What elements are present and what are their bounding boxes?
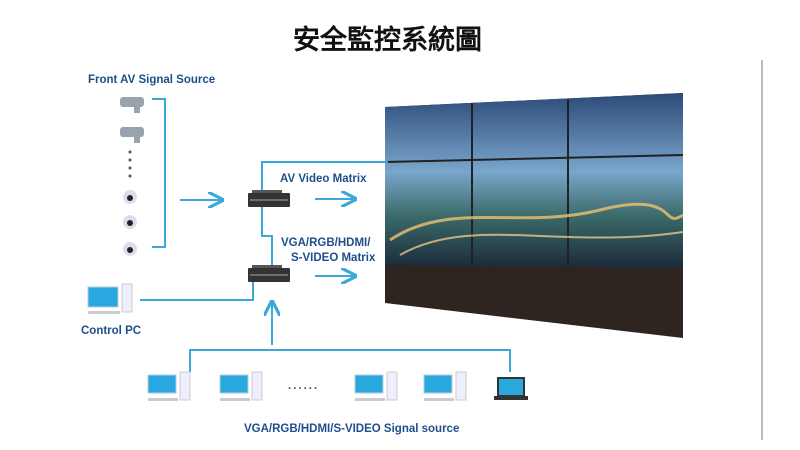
front-av-source-label: Front AV Signal Source: [88, 74, 216, 86]
vga-matrix-device: [248, 265, 290, 282]
diagram-title: 安全監控系統圖: [293, 25, 482, 56]
control-pc-icon: [87, 283, 133, 314]
vga-matrix-label-line1: VGA/RGB/HDMI/: [281, 237, 371, 249]
control-pc-label: Control PC: [81, 325, 142, 337]
av-matrix-device: [248, 190, 290, 207]
video-wall: [384, 60, 763, 440]
connection-lines: [140, 98, 511, 372]
av-matrix-label: AV Video Matrix: [280, 173, 367, 185]
source-pc-icons: [147, 371, 528, 401]
signal-source-label: VGA/RGB/HDMI/S-VIDEO Signal source: [244, 423, 460, 435]
vga-matrix-label-line2: S-VIDEO Matrix: [291, 252, 376, 264]
ellipsis: ......: [288, 380, 320, 392]
camera-icons: [120, 97, 144, 256]
